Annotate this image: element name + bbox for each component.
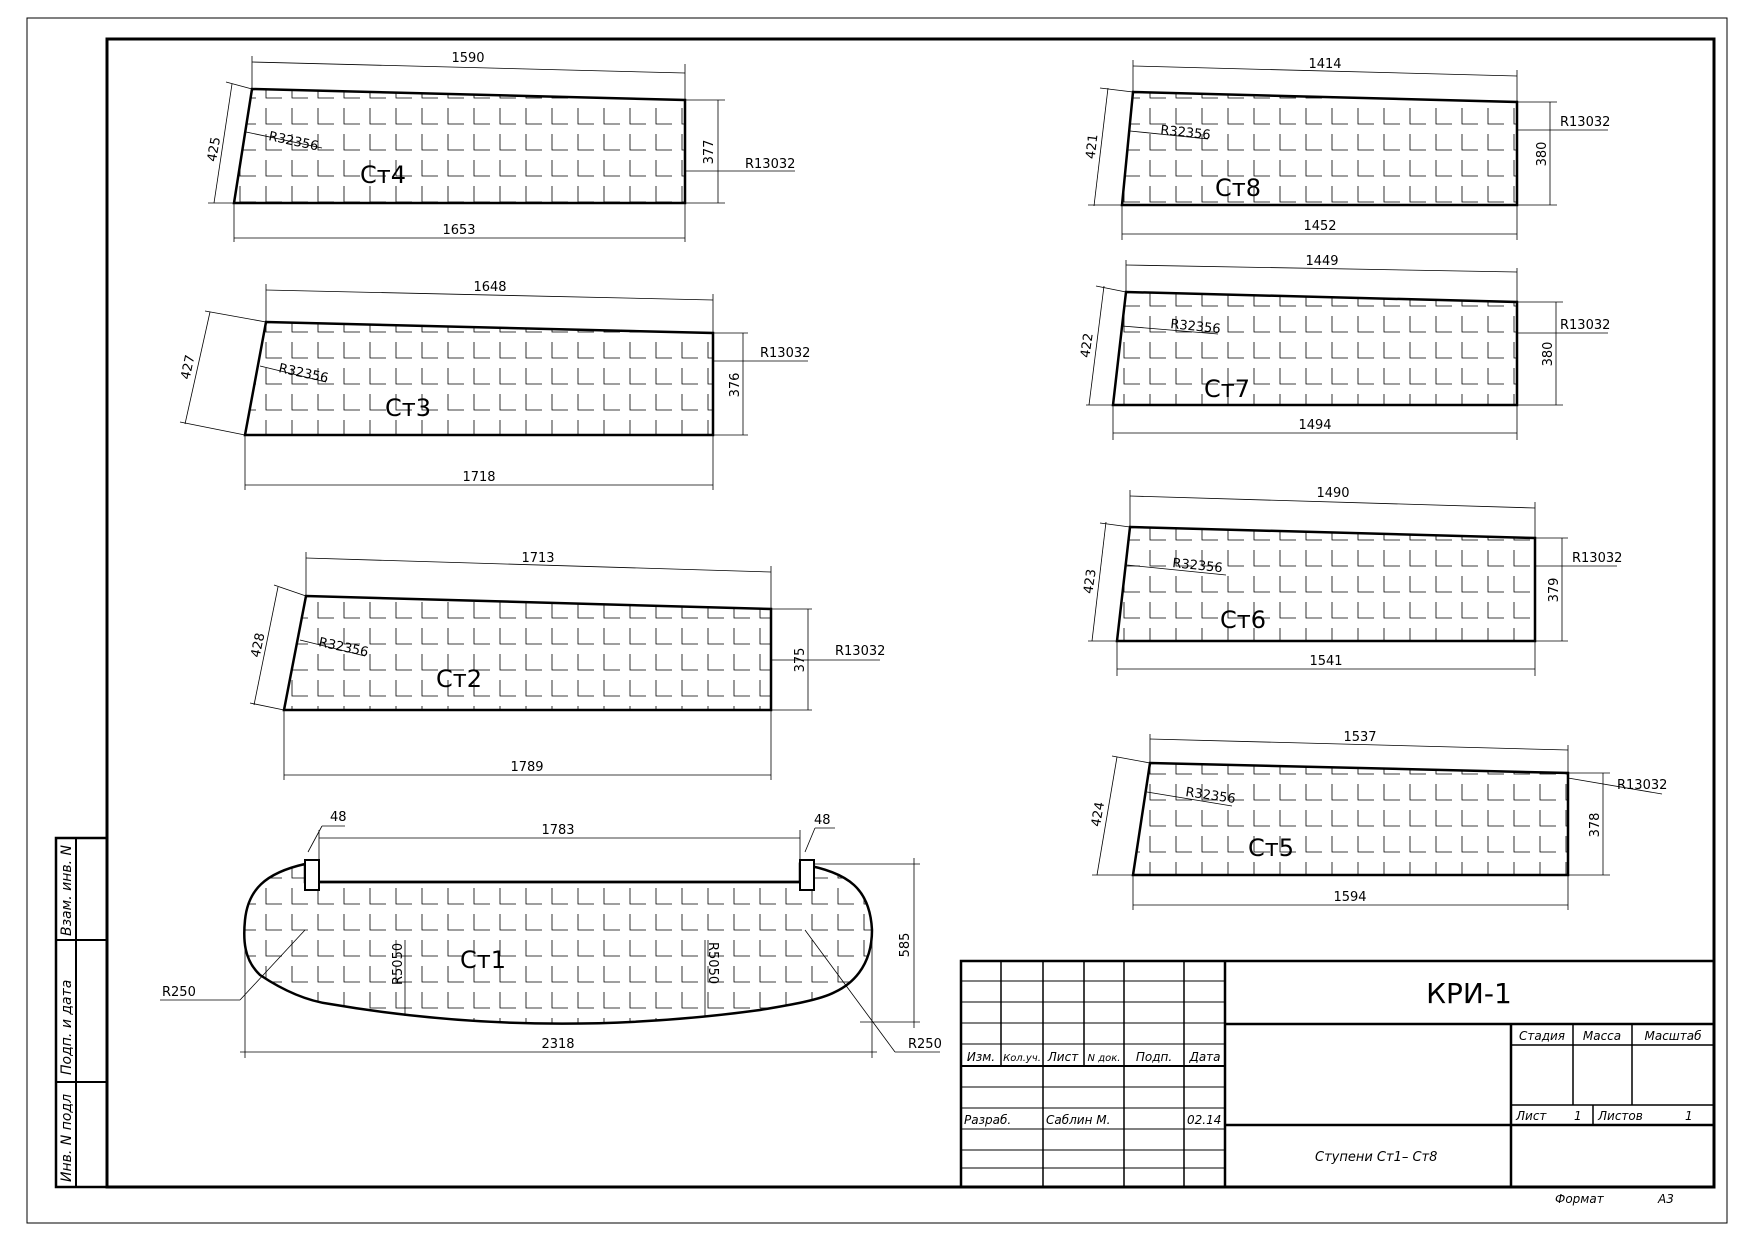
st7-right-dim: 380 — [1541, 342, 1556, 367]
st6-label: Ст6 — [1220, 606, 1266, 634]
st5-right-dim: 378 — [1588, 813, 1603, 838]
part-st4: 1590 1653 425 377 R32356 R13032 Ст4 — [205, 51, 795, 242]
st7-left-radius: R32356 — [1170, 317, 1222, 337]
st3-label: Ст3 — [385, 394, 431, 422]
st2-bottom-dim: 1789 — [510, 760, 543, 775]
st1-arc-right-radius: R5050 — [705, 942, 720, 984]
st5-top-dim: 1537 — [1343, 730, 1376, 745]
sheet-value: 1 — [1574, 1109, 1582, 1123]
scale-header: Масштаб — [1644, 1029, 1702, 1043]
st1-height-dim: 585 — [898, 933, 913, 958]
title-block: КРИ-1 Изм. Кол.уч. Лист N док. Подп. Дат… — [959, 959, 1716, 1206]
stage-header: Стадия — [1519, 1029, 1565, 1043]
st5-left-radius: R32356 — [1184, 785, 1236, 807]
part-st7: 1449 1494 422 380 R32356 R13032 Ст7 — [1078, 254, 1610, 440]
st7-label: Ст7 — [1204, 375, 1250, 403]
st1-arc-left-radius: R5050 — [391, 943, 406, 985]
st1-label: Ст1 — [460, 946, 506, 974]
st4-right-radius: R13032 — [745, 157, 795, 172]
st1-corner-right-radius: R250 — [908, 1037, 942, 1052]
developer-date: 02.14 — [1187, 1113, 1221, 1127]
st1-notch-left — [304, 859, 320, 891]
st7-left-dim: 422 — [1078, 332, 1096, 359]
st6-right-radius: R13032 — [1572, 551, 1622, 566]
side-stamp: Взам. инв. N Подп. и дата Инв. N подл — [54, 836, 109, 1189]
st3-top-dim: 1648 — [473, 280, 506, 295]
sheet-label: Лист — [1515, 1109, 1547, 1123]
st3-right-radius: R13032 — [760, 346, 810, 361]
st8-right-radius: R13032 — [1560, 115, 1610, 130]
side-stamp-inventory: Инв. N подл — [59, 1094, 75, 1182]
st8-left-dim: 421 — [1084, 133, 1102, 159]
part-st2: 1713 1789 428 375 R32356 R13032 Ст2 — [249, 551, 885, 780]
col-podp: Подп. — [1136, 1050, 1172, 1064]
developer-role: Разраб. — [964, 1113, 1011, 1127]
st8-bottom-dim: 1452 — [1303, 219, 1336, 234]
st2-left-dim: 428 — [249, 632, 269, 659]
st7-right-radius: R13032 — [1560, 318, 1610, 333]
inner-frame — [105, 37, 1716, 1189]
st8-label: Ст8 — [1215, 174, 1261, 202]
st2-top-dim: 1713 — [521, 551, 554, 566]
side-stamp-signature: Подп. и дата — [59, 980, 75, 1075]
st6-left-dim: 423 — [1081, 568, 1099, 595]
st6-bottom-dim: 1541 — [1309, 654, 1342, 669]
col-kol: Кол.уч. — [1003, 1053, 1041, 1064]
part-st5: 1537 1594 424 378 R32356 R13032 Ст5 — [1089, 730, 1667, 910]
st1-corner-left-radius: R250 — [162, 985, 196, 1000]
st4-label: Ст4 — [360, 161, 406, 189]
st7-top-dim: 1449 — [1305, 254, 1338, 269]
part-st8: 1414 1452 421 380 R32356 R13032 Ст8 — [1084, 57, 1610, 240]
col-ndok: N док. — [1088, 1053, 1121, 1064]
st3-left-dim: 427 — [179, 354, 199, 381]
format-label: Формат — [1555, 1192, 1605, 1206]
st6-left-radius: R32356 — [1172, 556, 1224, 576]
developer-name: Саблин М. — [1046, 1113, 1110, 1127]
st2-label: Ст2 — [436, 665, 482, 693]
st4-bottom-dim: 1653 — [442, 223, 475, 238]
st5-label: Ст5 — [1248, 834, 1294, 862]
part-st3: 1648 1718 427 376 R32356 R13032 Ст3 — [179, 280, 810, 490]
st3-bottom-dim: 1718 — [462, 470, 495, 485]
st6-top-dim: 1490 — [1316, 486, 1349, 501]
st8-left-radius: R32356 — [1160, 123, 1212, 143]
st2-right-radius: R13032 — [835, 644, 885, 659]
doc-code: КРИ-1 — [1426, 977, 1512, 1010]
st3-right-dim: 376 — [728, 373, 743, 398]
st5-right-radius: R13032 — [1617, 778, 1667, 793]
st5-bottom-dim: 1594 — [1333, 890, 1366, 905]
col-list: Лист — [1047, 1050, 1079, 1064]
col-data: Дата — [1188, 1050, 1220, 1064]
format-value: А3 — [1657, 1192, 1674, 1206]
side-stamp-replaced: Взам. инв. N — [59, 845, 75, 936]
st1-bottom-dim: 2318 — [541, 1037, 574, 1052]
part-st6: 1490 1541 423 379 R32356 R13032 Ст6 — [1081, 486, 1622, 676]
st7-bottom-dim: 1494 — [1298, 418, 1331, 433]
st8-right-dim: 380 — [1535, 142, 1550, 167]
st5-left-dim: 424 — [1089, 801, 1108, 828]
sheets-value: 1 — [1685, 1109, 1693, 1123]
st8-top-dim: 1414 — [1308, 57, 1341, 72]
st1-notch-left-dim: 48 — [330, 810, 347, 825]
outer-border — [26, 17, 1728, 1224]
st4-right-dim: 377 — [702, 140, 717, 165]
st1-notch-right-dim: 48 — [814, 813, 831, 828]
st4-left-dim: 425 — [205, 136, 224, 163]
mass-header: Масса — [1583, 1029, 1621, 1043]
st1-top-dim: 1783 — [541, 823, 574, 838]
col-izm: Изм. — [967, 1050, 995, 1064]
part-st1: 1783 48 48 2318 585 R250 R250 R5050 R505… — [160, 810, 942, 1058]
st4-top-dim: 1590 — [451, 51, 484, 66]
st1-notch-right — [799, 859, 815, 891]
doc-name: Ступени Ст1– Ст8 — [1315, 1150, 1437, 1165]
st6-right-dim: 379 — [1547, 578, 1562, 603]
sheets-label: Листов — [1597, 1109, 1643, 1123]
